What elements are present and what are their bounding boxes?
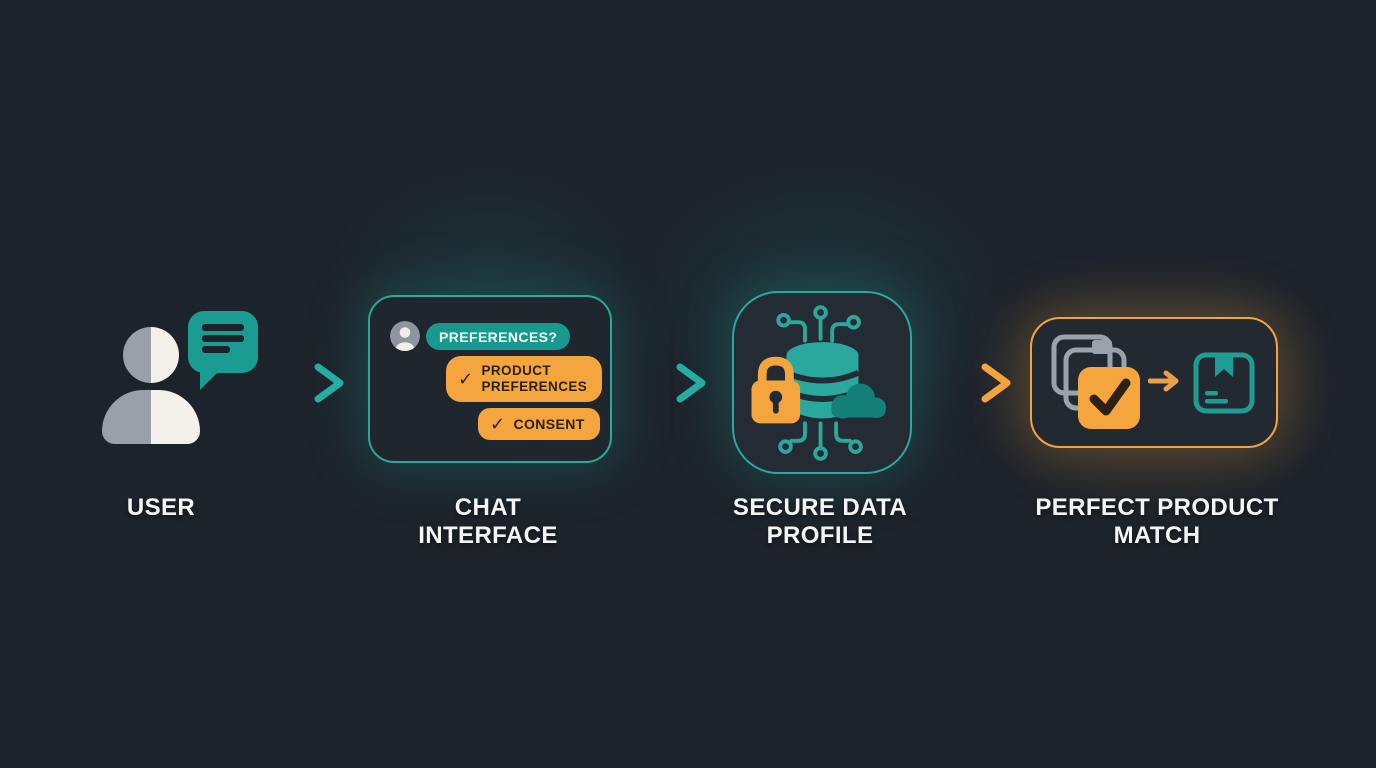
- match-check-icon: [1078, 367, 1140, 429]
- user-icon: [123, 327, 179, 383]
- flow-arrow-user-to-chat: [268, 363, 344, 403]
- package-icon: [1193, 352, 1255, 414]
- flow-arrow-chat-to-secure: [630, 363, 706, 403]
- secure-data-card: [732, 291, 912, 474]
- avatar-icon: [390, 321, 420, 351]
- option-chip-label: PRODUCT PREFERENCES: [481, 363, 588, 394]
- step-label-secure-data-profile: SECURE DATA PROFILE: [732, 494, 908, 549]
- mini-arrow-icon: [1148, 370, 1179, 392]
- step-label-user: USER: [126, 494, 196, 521]
- check-icon: ✓: [458, 369, 474, 389]
- secure-data-icon: [751, 305, 887, 461]
- question-chip-label: PREFERENCES?: [439, 328, 558, 345]
- cloud-icon: [831, 383, 887, 419]
- option-chip-label: CONSENT: [513, 416, 585, 432]
- option-chip-consent: ✓ CONSENT: [478, 408, 600, 440]
- product-match-card: [1030, 317, 1278, 448]
- question-chip: PREFERENCES?: [426, 323, 571, 350]
- user-body-shape: [102, 390, 200, 444]
- chat-bubble-line: [202, 346, 230, 353]
- flow-arrow-secure-to-match: [935, 363, 1011, 403]
- lock-icon: [751, 356, 801, 424]
- chat-bubble-icon: [188, 311, 258, 390]
- step-label-perfect-product-match: PERFECT PRODUCT MATCH: [1035, 494, 1279, 549]
- chat-bubble-line: [202, 335, 244, 342]
- chat-bubble-tail: [200, 369, 221, 390]
- option-chip-product-preferences: ✓ PRODUCT PREFERENCES: [446, 356, 603, 402]
- circuit-traces-icon: [776, 305, 863, 461]
- chat-interface-card: PREFERENCES? ✓ PRODUCT PREFERENCES ✓ CON…: [368, 295, 612, 463]
- step-label-chat-interface: CHAT INTERFACE: [418, 494, 558, 549]
- stacked-cards-icon: [1051, 334, 1140, 429]
- chat-bubble-line: [202, 324, 244, 331]
- check-icon: ✓: [490, 414, 506, 434]
